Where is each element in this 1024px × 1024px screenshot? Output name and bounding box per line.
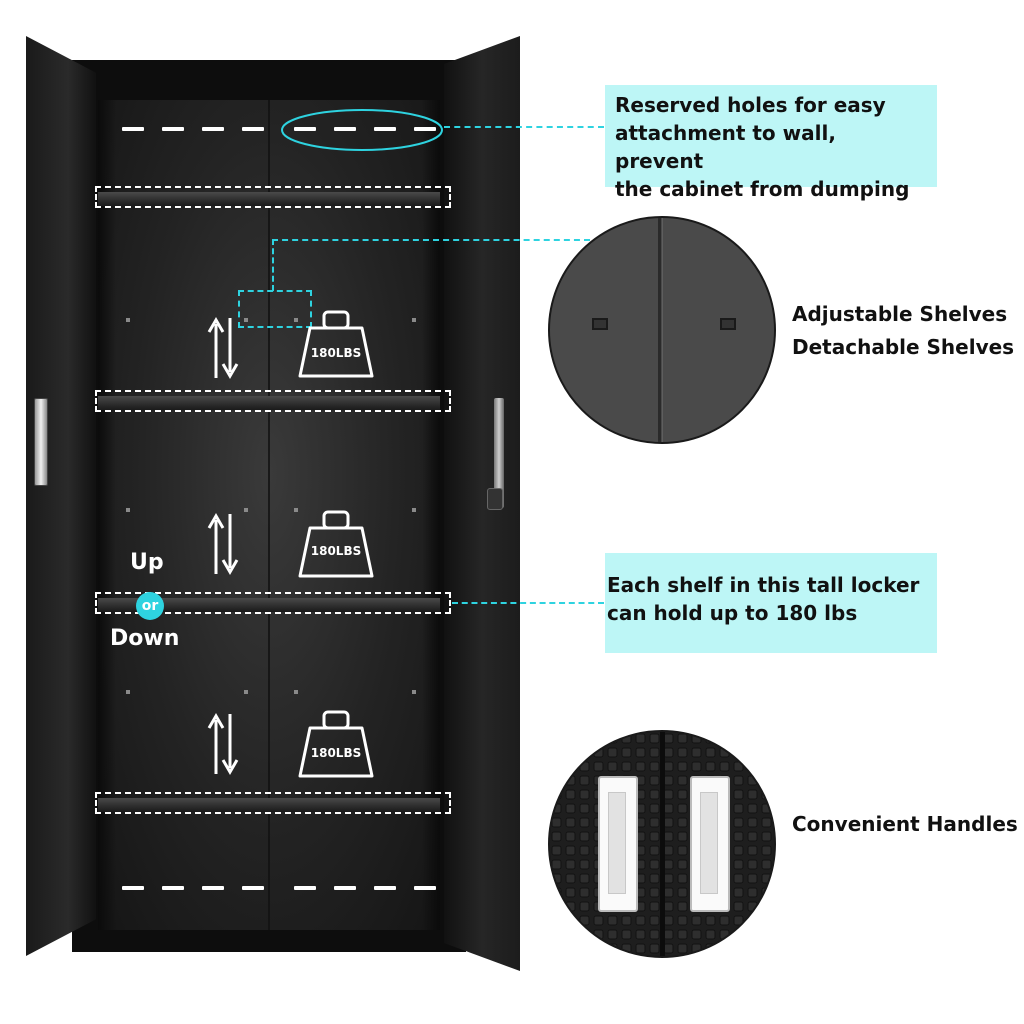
shelf-pin <box>126 318 130 322</box>
or-badge: or <box>136 592 164 620</box>
shelf-outline <box>95 792 451 814</box>
shelf-2 <box>98 396 440 410</box>
up-down-arrows-icon <box>207 317 239 379</box>
reserved-holes-bottom-right <box>294 886 436 890</box>
shelf-4 <box>98 798 440 812</box>
up-down-arrows-icon <box>207 713 239 775</box>
door-handle-left <box>34 398 48 486</box>
shelf-pin <box>244 690 248 694</box>
door-texture <box>550 732 774 956</box>
shelf-outline <box>95 390 451 412</box>
callout-line: Each shelf in this tall locker <box>607 573 920 597</box>
door-handle-right <box>494 398 504 508</box>
zoom-handles <box>548 730 776 958</box>
shelf-pin-highlight <box>238 290 312 328</box>
callout-line: can hold up to 180 lbs <box>607 601 858 625</box>
interior-shade-right <box>422 100 440 930</box>
interior-center-seam <box>268 100 270 930</box>
callout-line: Reserved holes for easy <box>615 93 886 117</box>
shelf-3 <box>98 598 440 612</box>
shelf-pin <box>294 508 298 512</box>
shelf-pin <box>244 508 248 512</box>
weight-label: 180LBS <box>310 544 362 558</box>
shelf-pin-slot <box>592 318 608 330</box>
up-down-arrows-icon <box>207 513 239 575</box>
shelf-pin <box>126 690 130 694</box>
connector-shelf-pin-vertical <box>272 239 274 291</box>
recessed-handle-left <box>598 776 638 912</box>
connector-shelf-pin <box>272 239 590 241</box>
weight-label: 180LBS <box>310 346 362 360</box>
callout-shelf-capacity: Each shelf in this tall locker can hold … <box>605 553 937 653</box>
callout-line: attachment to wall, prevent <box>615 121 836 173</box>
cabinet-right-door <box>444 36 520 971</box>
label-convenient-handles: Convenient Handles <box>792 812 1018 836</box>
callout-line: the cabinet from dumping <box>615 177 910 201</box>
shelf-outline <box>95 592 451 614</box>
connector-reserved-holes <box>444 126 604 128</box>
lock-icon <box>487 488 503 510</box>
shelf-pin-slot <box>720 318 736 330</box>
weight-label: 180LBS <box>310 746 362 760</box>
callout-reserved-holes: Reserved holes for easy attachment to wa… <box>605 85 937 201</box>
shelf-pin <box>412 318 416 322</box>
shelf-pin <box>412 690 416 694</box>
weight-icon: 180LBS <box>296 508 376 580</box>
label-adjustable-shelves: Adjustable Shelves <box>792 302 1008 326</box>
interior-shade-left <box>98 100 116 930</box>
shelf-outline <box>95 186 451 208</box>
weight-icon: 180LBS <box>296 308 376 380</box>
shelf-pin <box>412 508 416 512</box>
zoom-shelf-pins <box>548 216 776 444</box>
label-detachable-shelves: Detachable Shelves <box>792 335 1015 359</box>
down-label: Down <box>110 626 180 651</box>
shelf-1 <box>98 192 440 206</box>
shelf-pin <box>294 690 298 694</box>
reserved-holes-top-right <box>294 127 436 131</box>
reserved-holes-top-left <box>122 127 264 131</box>
connector-shelf-capacity <box>452 602 604 604</box>
recessed-handle-right <box>690 776 730 912</box>
cabinet-left-door <box>26 36 96 956</box>
reserved-holes-bottom-left <box>122 886 264 890</box>
shelf-pin <box>244 318 248 322</box>
weight-icon: 180LBS <box>296 708 376 780</box>
shelf-pin <box>294 318 298 322</box>
shelf-pin <box>126 508 130 512</box>
reserved-holes-highlight <box>281 109 443 151</box>
up-label: Up <box>130 550 164 575</box>
